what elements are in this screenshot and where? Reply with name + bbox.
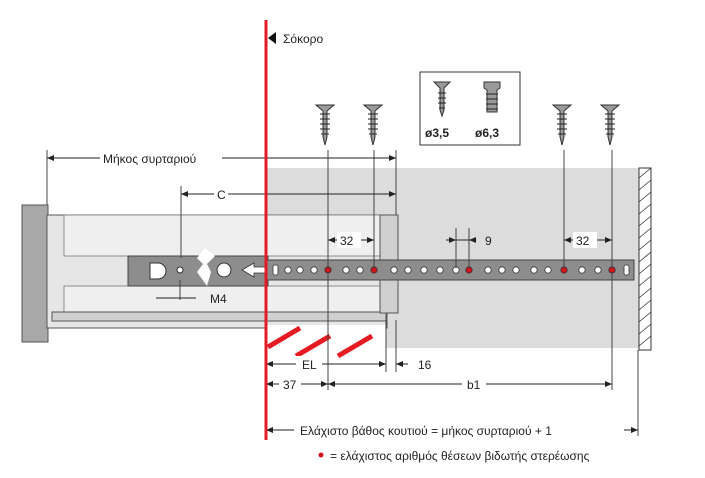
b1-label: b1 [467, 378, 481, 392]
dim-32-left-label: 32 [340, 234, 354, 248]
el-label: EL [302, 358, 317, 372]
dim-9-label: 9 [485, 234, 492, 248]
countersunk-screw-icon [432, 81, 452, 118]
min-depth-formula: Ελάχιστο βάθος κουτιού = μήκος συρταριού… [300, 424, 552, 438]
legend-text: = ελάχιστος αριθμός θέσεων βιδωτής στερέ… [330, 449, 590, 463]
screw-size-a: ø3,5 [425, 126, 449, 140]
rail-holes [284, 266, 616, 274]
dim-32-right-label: 32 [576, 234, 590, 248]
dim-16-label: 16 [418, 358, 432, 372]
red-hatching [266, 325, 374, 359]
drawer-bottom-rail [51, 311, 387, 322]
rear-wall-hatching [638, 167, 652, 347]
slide-small-hole [176, 266, 184, 274]
screw-icon [314, 104, 336, 146]
screw-icon [362, 104, 384, 146]
screw-size-b: ø6,3 [475, 126, 499, 140]
dimension-arrows [47, 155, 638, 433]
drawer-inner-top [63, 214, 381, 257]
drawer-front [21, 204, 49, 343]
rail-slot-left [272, 264, 279, 276]
c-label: C [217, 188, 226, 202]
plinth-marker-icon [268, 32, 276, 44]
slide-round-hole [216, 262, 232, 278]
rail-slot-right [623, 264, 630, 276]
plinth-label: Σόκορο [283, 32, 323, 46]
slide-d-hole [149, 262, 167, 280]
red-dot-icon [318, 452, 324, 458]
euro-screw-icon [483, 81, 501, 113]
drawer-length-label: Μήκος συρταριού [103, 152, 196, 166]
screw-icon [599, 104, 621, 146]
screw-icon [551, 104, 573, 146]
rear-wall [638, 167, 652, 351]
m4-label: M4 [210, 292, 227, 306]
slide-release-notch [197, 248, 215, 286]
reference-lines [46, 150, 639, 436]
dim-37-label: 37 [283, 378, 297, 392]
